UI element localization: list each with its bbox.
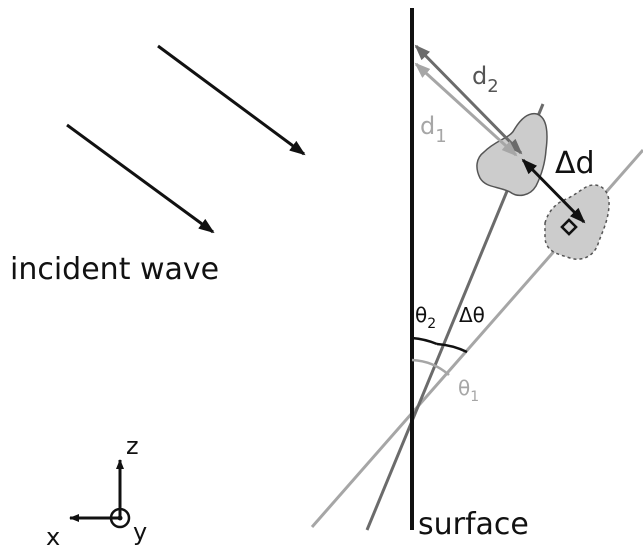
incident-wave-label: incident wave xyxy=(10,252,219,287)
scatterer-blob-1 xyxy=(476,112,548,197)
z-axis-label: z xyxy=(126,432,139,460)
d1-label: d1 xyxy=(420,112,447,147)
y-axis-dot xyxy=(117,515,123,521)
theta2-label: θ2 xyxy=(415,303,436,332)
d1-arrow xyxy=(414,62,518,157)
theta2-arc xyxy=(411,336,438,346)
incident-wave-arrow-2 xyxy=(66,123,215,234)
y-axis-circle xyxy=(109,507,131,529)
delta-d-label: Δd xyxy=(555,146,595,181)
d2-label: d2 xyxy=(472,62,499,97)
scatter-point-marker xyxy=(560,218,578,236)
theta1-arc xyxy=(411,358,450,376)
delta-theta-arc xyxy=(436,342,468,354)
incident-wave-arrow-1 xyxy=(157,44,306,156)
delta-d-arrow xyxy=(521,158,586,224)
y-axis-label: y xyxy=(133,518,147,546)
theta1-label: θ1 xyxy=(458,376,479,405)
delta-theta-label: Δθ xyxy=(459,303,485,327)
surface-label: surface xyxy=(418,507,529,542)
scatterer-blob-2 xyxy=(544,184,610,260)
x-axis-label: x xyxy=(46,523,60,551)
